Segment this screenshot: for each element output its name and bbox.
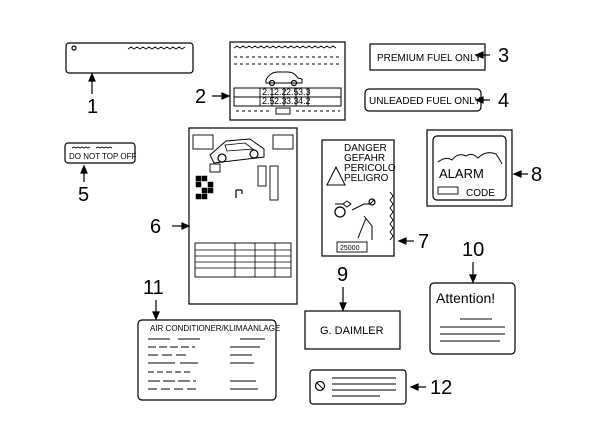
callout-9: 9 xyxy=(337,264,348,286)
danger-line-1: DANGER xyxy=(344,143,387,154)
callout-2: 2 xyxy=(195,86,206,108)
alarm-text: ALARM xyxy=(439,166,484,181)
label-2 xyxy=(212,41,346,121)
tire-cell: 3.3 xyxy=(286,96,299,106)
label-1 xyxy=(65,42,194,94)
label-12 xyxy=(309,369,426,405)
danger-line-4: PELIGRO xyxy=(344,173,389,184)
label-10 xyxy=(429,262,516,355)
attention-text: Attention! xyxy=(436,290,495,306)
tire-cell: 2.1 xyxy=(262,87,275,97)
danger-code-text: 25000 xyxy=(340,245,360,252)
callout-4: 4 xyxy=(498,90,509,112)
label-4 xyxy=(364,88,490,112)
label-6 xyxy=(172,127,298,305)
tire-cell: 2.3 xyxy=(274,96,287,106)
callout-6: 6 xyxy=(150,216,161,238)
tire-cell: 3.3 xyxy=(298,87,311,97)
callout-12: 12 xyxy=(430,377,452,399)
do-not-top-off-text: DO NOT TOP OFF xyxy=(69,152,137,161)
callout-11: 11 xyxy=(143,277,164,299)
ac-text: AIR CONDITIONER/KLIMAANLAGE xyxy=(150,324,280,333)
danger-line-3: PERICOLO xyxy=(344,163,396,174)
tire-cell: 2.2 xyxy=(274,87,287,97)
callout-5: 5 xyxy=(78,184,89,206)
label-5 xyxy=(64,142,136,182)
danger-line-2: GEFAHR xyxy=(344,153,385,164)
code-text: CODE xyxy=(466,188,495,199)
premium-fuel-text: PREMIUM FUEL ONLY xyxy=(377,53,482,64)
label-11 xyxy=(137,300,277,401)
label-8 xyxy=(426,129,528,207)
tire-cell: 2.5 xyxy=(262,96,275,106)
label-7 xyxy=(321,139,414,257)
daimler-text: G. DAIMLER xyxy=(320,325,384,337)
callout-7: 7 xyxy=(418,231,429,253)
tire-cell: 4.2 xyxy=(298,96,311,106)
unleaded-fuel-text: UNLEADED FUEL ONLY xyxy=(369,96,481,107)
callout-8: 8 xyxy=(531,164,542,186)
callout-1: 1 xyxy=(87,96,98,118)
tire-cell: 2.5 xyxy=(286,87,299,97)
callout-3: 3 xyxy=(498,45,509,67)
callout-10: 10 xyxy=(462,239,484,261)
label-9 xyxy=(304,287,401,350)
label-3 xyxy=(369,43,490,71)
